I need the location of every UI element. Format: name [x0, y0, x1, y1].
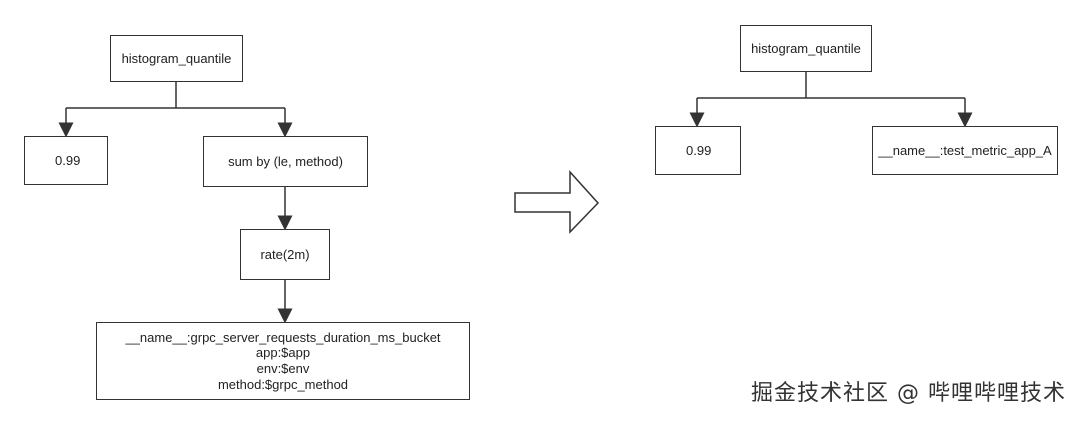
left-sum-node: sum by (le, method) — [203, 136, 368, 187]
selector-line-3: env:$env — [256, 361, 310, 376]
right-quantile-node: 0.99 — [655, 126, 741, 175]
right-quantile-label: 0.99 — [686, 142, 712, 158]
left-selector-node: __name__:grpc_server_requests_duration_m… — [96, 322, 470, 400]
left-root-node: histogram_quantile — [110, 35, 243, 82]
left-quantile-node: 0.99 — [24, 136, 108, 185]
selector-line-2: app:$app — [255, 345, 311, 361]
right-metric-label: __name__:test_metric_app_A — [878, 142, 1052, 158]
left-root-label: histogram_quantile — [121, 50, 232, 66]
left-rate-node: rate(2m) — [240, 229, 330, 280]
selector-line-4: method:$grpc_method — [217, 376, 349, 392]
right-metric-node: __name__:test_metric_app_A — [872, 126, 1058, 175]
right-root-label: histogram_quantile — [751, 40, 861, 56]
selector-line-1: __name__:grpc_server_requests_duration_m… — [125, 329, 441, 345]
watermark: 掘金技术社区 @ 哔哩哔哩技术 — [751, 381, 1066, 406]
left-tree-connectors — [58, 82, 293, 324]
left-sum-label: sum by (le, method) — [228, 153, 343, 169]
left-rate-label: rate(2m) — [260, 246, 310, 262]
left-quantile-label: 0.99 — [55, 152, 81, 168]
transform-arrow-icon — [514, 170, 600, 234]
right-tree-connectors — [689, 72, 973, 128]
right-root-node: histogram_quantile — [740, 25, 872, 72]
